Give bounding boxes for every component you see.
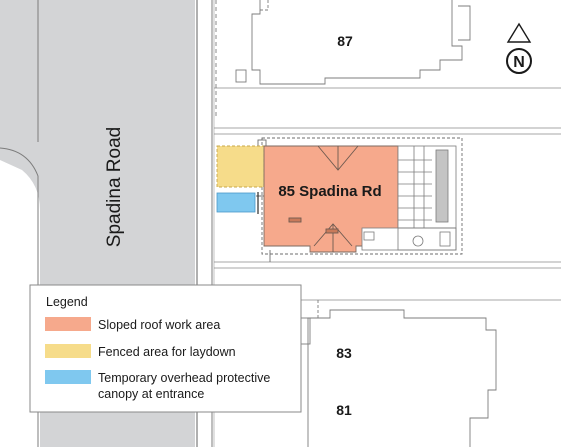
legend-swatch-laydown [45,344,91,358]
street-label: Spadina Road [104,127,125,247]
legend-label-canopy-line2: canopy at entrance [98,387,204,401]
laydown-area [216,145,265,188]
rear-annex [361,145,457,251]
legend-label-canopy-line1: Temporary overhead protective [98,371,270,385]
north-arrow-icon: N [506,22,532,74]
roof-ridge-lines [288,145,359,252]
legend-title: Legend [46,295,88,309]
legend-swatch-canopy [45,370,91,384]
house-number-87: 87 [337,33,353,49]
legend: Legend Sloped roof work area Fenced area… [29,284,302,413]
house-number-83: 83 [336,345,352,361]
legend-label-laydown: Fenced area for laydown [98,345,236,359]
house-83-81-outline [299,300,497,447]
north-arrow-letter: N [513,54,525,71]
site-label: 85 Spadina Rd [278,183,381,200]
house-number-81: 81 [336,402,352,418]
legend-label-roof: Sloped roof work area [98,318,220,332]
house-87-outline [215,0,471,118]
canopy-area [216,192,256,213]
legend-swatch-roof [45,317,91,331]
